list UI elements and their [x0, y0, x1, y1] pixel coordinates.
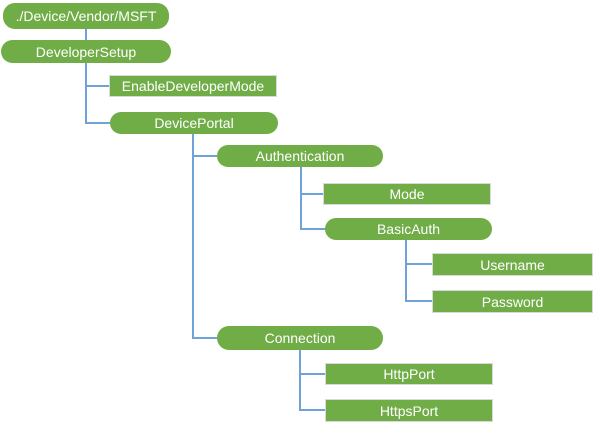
connector-connection-trunk	[299, 350, 301, 411]
connector-stub-enabledevelopermode	[85, 85, 109, 87]
connector-stub-password	[405, 300, 432, 302]
tree-node-authentication: Authentication	[217, 145, 383, 167]
tree-node-connection: Connection	[217, 326, 383, 350]
connector-deviceportal-trunk	[192, 134, 194, 339]
connector-basicauth-trunk	[405, 240, 407, 302]
connector-stub-connection	[192, 337, 217, 339]
connector-stub-authentication	[192, 155, 217, 157]
connector-msft-developersetup	[85, 28, 87, 40]
connector-stub-username	[405, 263, 432, 265]
tree-node-http-port: HttpPort	[325, 363, 493, 385]
tree-node-device-portal: DevicePortal	[110, 112, 278, 134]
tree-node-basic-auth: BasicAuth	[325, 218, 492, 240]
tree-node-https-port: HttpsPort	[325, 399, 493, 422]
tree-node-enable-developer-mode: EnableDeveloperMode	[109, 75, 277, 97]
connector-stub-httpport	[299, 373, 325, 375]
connector-stub-deviceportal	[85, 122, 110, 124]
connector-stub-httpsport	[299, 409, 325, 411]
tree-node-mode: Mode	[323, 183, 491, 205]
connector-developersetup-trunk	[85, 63, 87, 124]
tree-node-root-msft: ./Device/Vendor/MSFT	[3, 3, 169, 29]
connector-authentication-trunk	[300, 167, 302, 230]
tree-node-developer-setup: DeveloperSetup	[1, 40, 171, 63]
connector-stub-basicauth	[300, 228, 325, 230]
tree-node-username: Username	[432, 253, 593, 276]
connector-stub-mode	[300, 193, 323, 195]
tree-node-password: Password	[432, 290, 593, 313]
